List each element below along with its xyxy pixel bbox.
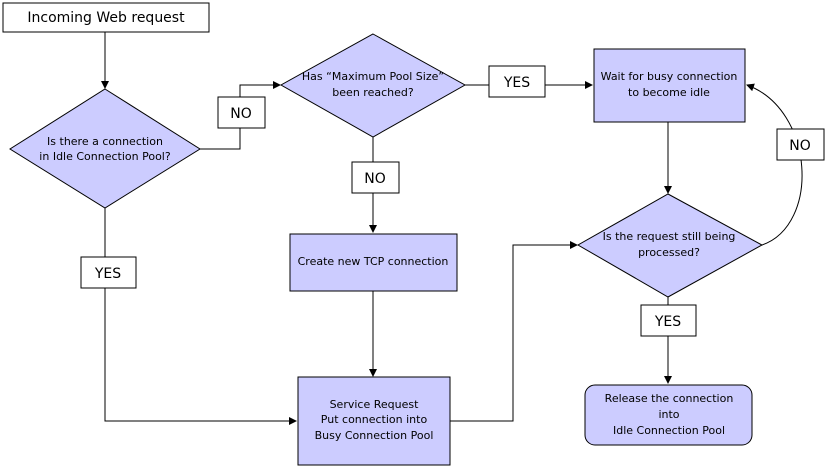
node-start: Incoming Web request <box>2 2 210 33</box>
node-wait-line-2: to become idle <box>628 86 710 99</box>
node-wait-line-1: Wait for busy connection <box>601 70 738 83</box>
svg-text:YES: YES <box>654 314 681 330</box>
node-service-line-1: Service Request <box>330 398 420 411</box>
connector-idle-check-to-service <box>104 208 297 425</box>
node-still-processing: Is the request still being processed? <box>576 193 764 298</box>
connector-still-processing-to-wait <box>746 83 803 246</box>
node-release-line-3: Idle Connection Pool <box>613 424 725 437</box>
node-still-processing-line-2: processed? <box>638 246 700 259</box>
svg-text:NO: NO <box>230 106 252 122</box>
edge-label-yes-max: YES <box>488 65 546 98</box>
node-create: Create new TCP connection <box>289 233 458 292</box>
edge-label-yes-processed: YES <box>640 304 697 337</box>
node-create-label: Create new TCP connection <box>298 255 449 268</box>
node-max-check-line-2: been reached? <box>332 86 414 99</box>
node-release: Release the connection into Idle Connect… <box>584 384 753 446</box>
edge-label-yes-idle: YES <box>80 256 137 289</box>
svg-text:YES: YES <box>503 75 530 91</box>
node-service: Service Request Put connection into Busy… <box>297 376 451 466</box>
node-wait: Wait for busy connection to become idle <box>593 48 746 123</box>
connector-service-to-still-processing <box>450 241 578 422</box>
node-service-line-3: Busy Connection Pool <box>315 429 434 442</box>
edge-label-no-max: NO <box>351 161 400 194</box>
node-release-line-1: Release the connection <box>605 392 734 405</box>
node-idle-check: Is there a connection in Idle Connection… <box>9 88 201 209</box>
node-service-line-2: Put connection into <box>321 413 428 426</box>
edge-label-no-idle: NO <box>217 96 266 129</box>
svg-text:NO: NO <box>789 138 811 154</box>
svg-text:NO: NO <box>364 171 386 187</box>
svg-text:YES: YES <box>94 266 121 282</box>
node-still-processing-line-1: Is the request still being <box>603 230 736 243</box>
edge-label-no-processed: NO <box>776 128 825 161</box>
node-max-check-line-1: Has “Maximum Pool Size” <box>302 70 444 83</box>
node-start-label: Incoming Web request <box>27 10 185 26</box>
node-idle-check-line-2: in Idle Connection Pool? <box>39 150 171 163</box>
node-release-line-2: into <box>658 408 679 421</box>
node-max-check: Has “Maximum Pool Size” been reached? <box>279 33 467 138</box>
node-idle-check-line-1: Is there a connection <box>47 135 163 148</box>
